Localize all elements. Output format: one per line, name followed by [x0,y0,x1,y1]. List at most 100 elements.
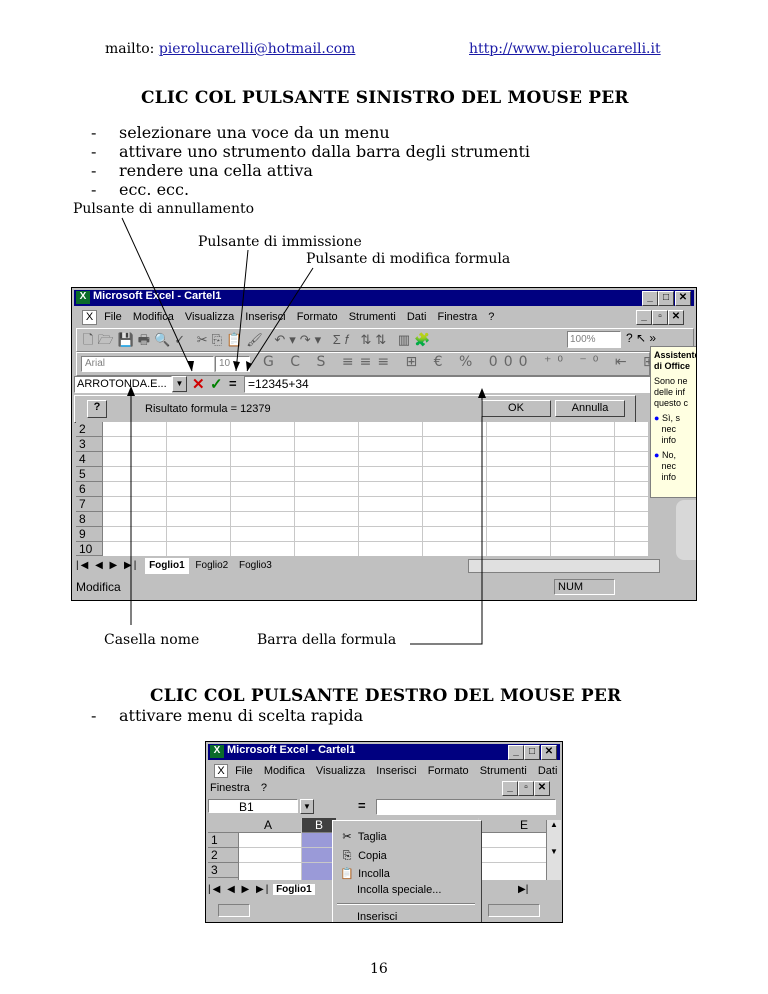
excel-logo-icon: X [76,291,90,304]
palette-help-icon[interactable]: ? [87,400,107,418]
assistant-option-yes[interactable]: ● Sì, s nec info [654,413,680,445]
label-casella-nome: Casella nome [104,632,200,648]
doc-restore-button[interactable]: ▫ [652,310,668,325]
formula-input[interactable]: =12345+34 [244,376,689,393]
namebox-dropdown-icon[interactable]: ▼ [172,376,187,392]
tab-scroll-icons[interactable]: |◀ ◀ ▶ ▶| [76,560,139,571]
menu-file[interactable]: File [235,765,253,777]
menu-bar: X File Modifica Visualizza Inserisci For… [208,763,560,779]
minimize-button[interactable]: _ [508,745,524,760]
row-header[interactable]: 6 [76,482,102,497]
bullet-icon: ● [654,450,660,460]
column-header[interactable]: A [264,818,273,832]
label-annullamento: Pulsante di annullamento [73,201,255,217]
menu-visualizza[interactable]: Visualizza [315,765,366,777]
menu-dati[interactable]: Dati [537,765,558,777]
column-header[interactable]: E [520,818,529,832]
minimize-button[interactable]: _ [642,291,658,306]
horizontal-scrollbar[interactable] [468,559,660,573]
cancel-entry-icon[interactable]: ✕ [192,376,205,393]
arrow-head [478,388,486,398]
row-header[interactable]: 8 [76,512,102,527]
close-button[interactable]: ✕ [675,291,691,306]
menu-dati[interactable]: Dati [406,311,427,323]
doc-restore-button[interactable]: ▫ [518,781,534,796]
row-header[interactable]: 4 [76,452,102,467]
row-header[interactable]: 2 [76,422,102,437]
row-header[interactable]: 9 [76,527,102,542]
tab-scroll-icons[interactable]: |◀ ◀ ▶ ▶| [208,884,271,895]
menu-strumenti[interactable]: Strumenti [348,311,396,323]
maximize-button[interactable]: □ [658,291,674,306]
close-button[interactable]: ✕ [541,745,557,760]
menu-modifica[interactable]: Modifica [263,765,305,777]
doc-close-button[interactable]: ✕ [668,310,684,325]
font-box[interactable]: Arial [81,356,214,372]
vertical-scrollbar[interactable]: ▲▼ [546,820,561,880]
assistant-option-no[interactable]: ● No, nec info [654,450,677,482]
assistant-character-icon[interactable] [676,500,696,560]
edit-formula-icon[interactable]: = [229,376,237,391]
row-header[interactable]: 3 [76,437,102,452]
callout-formula-line [410,390,483,645]
tab-foglio2[interactable]: Foglio2 [195,560,229,571]
menu-visualizza[interactable]: Visualizza [184,311,235,323]
menu-item-incolla[interactable]: 📋 Incolla [340,868,390,880]
menu-item-taglia[interactable]: ✂ Taglia [339,829,386,845]
zoom-box[interactable]: 100% [567,331,621,348]
selected-column[interactable] [302,833,336,880]
row-header[interactable]: 3 [208,863,238,878]
tab-foglio1[interactable]: Foglio1 [273,884,315,895]
enter-entry-icon[interactable]: ✓ [210,376,223,393]
section2-bullet: -attivare menu di scelta rapida [91,706,364,725]
row-header[interactable]: 5 [76,467,102,482]
doc-minimize-button[interactable]: _ [502,781,518,796]
menu-modifica[interactable]: Modifica [132,311,174,323]
menu-item-inserisci[interactable]: Inserisci [357,911,398,923]
row-header[interactable]: 10 [76,542,102,556]
tab-foglio1[interactable]: Foglio1 [145,558,189,574]
workbook-icon: X [214,764,228,778]
site-link[interactable]: http://www.pierolucarelli.it [469,41,661,57]
doc-close-button[interactable]: ✕ [534,781,550,796]
row-header[interactable]: 1 [208,833,238,848]
scroll-right-icon[interactable]: ▶| [518,884,529,895]
section2-title: CLIC COL PULSANTE DESTRO DEL MOUSE PER [150,686,622,706]
scissors-icon: ✂ [342,831,352,843]
row-headers: 1 2 3 [208,833,239,880]
format-icons[interactable]: G C S ≡≡≡ ⊞ € % 000 ⁺⁰ ⁻⁰ ⇤ ⊞▾ A▾ [263,354,697,370]
menu-file[interactable]: File [104,311,122,323]
menu-formato[interactable]: Formato [296,311,338,323]
maximize-button[interactable]: □ [524,745,540,760]
menu-formato[interactable]: Formato [427,765,469,777]
menu-help[interactable]: ? [488,311,495,323]
row-header[interactable]: 2 [208,848,238,863]
menu-help[interactable]: ? [260,782,267,794]
bullet-item: -selezionare una voce da un menu [91,123,390,142]
worksheet-grid[interactable]: 2 3 4 5 6 7 8 9 10 [76,422,648,556]
row-header[interactable]: 7 [76,497,102,512]
menu-finestra[interactable]: Finestra [210,782,250,794]
column-header-selected[interactable]: B [302,818,336,832]
namebox-dropdown-icon[interactable]: ▼ [300,799,314,814]
menu-item-copia[interactable]: ⎘ Copia [339,848,387,864]
menu-inserisci[interactable]: Inserisci [245,311,286,323]
context-menu: ✂ Taglia ⎘ Copia 📋 Incolla Incolla speci… [332,820,482,923]
toolbar-icons[interactable]: 🗋🗁💾🖶🔍✓ ✂⎘📋🖌 ↶▾↷▾ Σ𝑓 ⇅⇅ ▥🧩 [83,332,435,347]
doc-minimize-button[interactable]: _ [636,310,652,325]
help-icon[interactable]: ? ↖ » [626,331,657,345]
office-assistant-balloon: Assistente di Office Sono ne delle inf q… [650,346,696,498]
mail-link[interactable]: pierolucarelli@hotmail.com [158,41,356,57]
formula-bar: B1 ▼ = [208,798,558,816]
name-box[interactable]: B1 [208,799,298,814]
annulla-button[interactable]: Annulla [555,400,625,417]
edit-formula-icon[interactable]: = [358,798,366,813]
menu-strumenti[interactable]: Strumenti [479,765,527,777]
menu-item-incolla-speciale[interactable]: Incolla speciale... [357,884,442,896]
name-box[interactable]: ARROTONDA.E... [74,376,172,393]
menu-finestra[interactable]: Finestra [437,311,478,323]
menu-inserisci[interactable]: Inserisci [376,765,417,777]
tab-foglio3[interactable]: Foglio3 [239,560,272,571]
formula-input[interactable] [376,799,556,815]
